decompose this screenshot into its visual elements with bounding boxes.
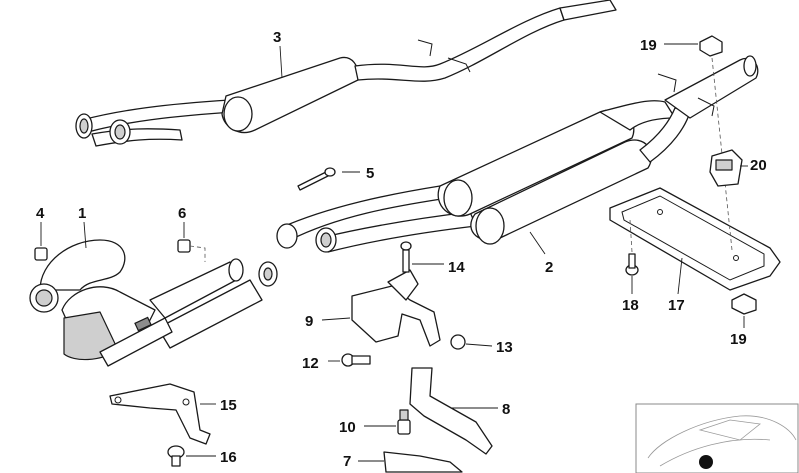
callout-18: 18 xyxy=(622,297,639,314)
callout-9: 9 xyxy=(305,313,313,330)
callout-16: 16 xyxy=(220,449,237,466)
callout-10: 10 xyxy=(339,419,356,436)
callout-6: 6 xyxy=(178,205,186,222)
callout-3: 3 xyxy=(273,29,281,46)
part-20-rubber-mount[interactable] xyxy=(709,149,743,187)
callout-7: 7 xyxy=(343,453,351,470)
part-9-bracket[interactable] xyxy=(351,269,441,347)
part-2-front-pipe-catalysts[interactable] xyxy=(276,55,759,253)
part-19-nut-top[interactable] xyxy=(699,35,723,57)
part-10-rubber-mount[interactable] xyxy=(397,409,411,435)
callout-15: 15 xyxy=(220,397,237,414)
callout-17: 17 xyxy=(668,297,685,314)
callout-5: 5 xyxy=(366,165,374,182)
part-16-bolt[interactable] xyxy=(167,445,185,467)
part-6-nut[interactable] xyxy=(177,239,191,253)
part-13-nut[interactable] xyxy=(450,334,466,350)
callout-4: 4 xyxy=(36,205,45,222)
part-14-bolt[interactable] xyxy=(400,241,412,273)
part-17-heat-shield[interactable] xyxy=(609,187,781,291)
part-4-nut[interactable] xyxy=(34,247,48,261)
callout-19-top: 19 xyxy=(640,37,657,54)
part-15-bracket[interactable] xyxy=(109,383,211,445)
part-3-rear-silencer[interactable] xyxy=(75,0,617,147)
callout-13: 13 xyxy=(496,339,513,356)
callout-20: 20 xyxy=(750,157,767,174)
part-18-screw[interactable] xyxy=(625,253,639,276)
part-12-bolt[interactable] xyxy=(341,353,371,367)
callout-1: 1 xyxy=(78,205,86,222)
part-19-nut-bottom[interactable] xyxy=(731,293,757,315)
callout-19-bottom: 19 xyxy=(730,331,747,348)
callout-2: 2 xyxy=(545,259,553,276)
part-1-exhaust-manifold[interactable] xyxy=(29,239,278,367)
callout-14: 14 xyxy=(448,259,465,276)
callout-8: 8 xyxy=(502,401,510,418)
callout-12: 12 xyxy=(302,355,319,372)
part-5-bolt[interactable] xyxy=(297,167,336,191)
vehicle-location-thumbnail xyxy=(635,403,799,473)
part-7-bracket[interactable] xyxy=(383,451,463,473)
part-8-hanger-bracket[interactable] xyxy=(409,367,493,455)
